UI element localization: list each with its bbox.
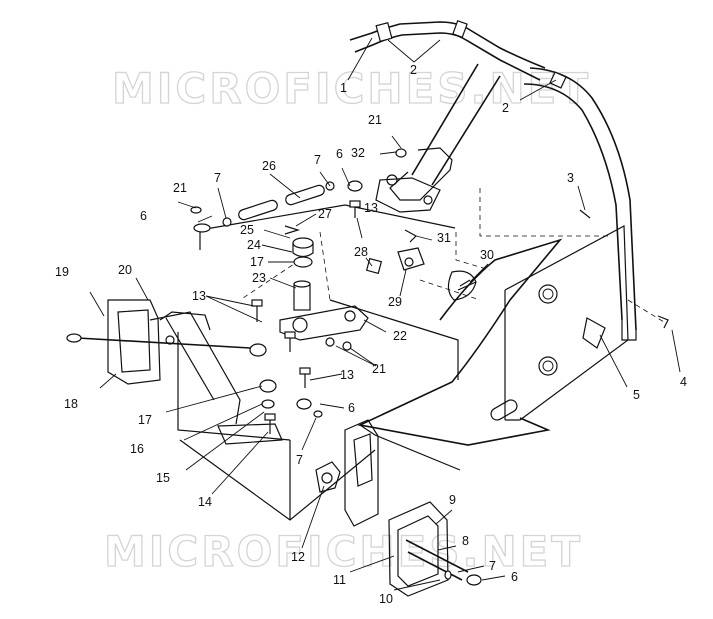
handlebar-tube — [349, 19, 669, 341]
callout-13: 13 — [340, 368, 354, 382]
callout-23: 23 — [252, 271, 266, 285]
callout-21: 21 — [368, 113, 382, 127]
bell-crank — [279, 305, 369, 351]
callout-13: 13 — [192, 289, 206, 303]
watermark-bottom: MICROFICHES.NET — [104, 527, 583, 576]
callout-7: 7 — [314, 153, 321, 167]
callout-7: 7 — [214, 171, 221, 185]
callout-25: 25 — [240, 223, 254, 237]
callout-13: 13 — [364, 201, 378, 215]
gusset-plate — [344, 419, 482, 597]
right-bracket — [365, 229, 477, 301]
left-pedal-assembly — [66, 299, 267, 425]
callout-2: 2 — [502, 101, 509, 115]
callout-6: 6 — [336, 147, 343, 161]
callout-1: 1 — [340, 81, 347, 95]
callout-17: 17 — [250, 255, 264, 269]
callout-20: 20 — [118, 263, 132, 277]
link-rod — [190, 148, 407, 233]
callout-6: 6 — [140, 209, 147, 223]
callout-2: 2 — [410, 63, 417, 77]
callout-28: 28 — [354, 245, 368, 259]
leader-lines — [89, 37, 681, 591]
callout-11: 11 — [333, 573, 346, 587]
callout-26: 26 — [262, 159, 276, 173]
callout-30: 30 — [480, 248, 494, 262]
callout-6: 6 — [511, 570, 518, 584]
callout-31: 31 — [437, 231, 451, 245]
callout-32: 32 — [351, 146, 365, 160]
callout-10: 10 — [379, 592, 393, 606]
bushing-stack — [284, 225, 314, 311]
callout-6: 6 — [348, 401, 355, 415]
callout-9: 9 — [449, 493, 456, 507]
callout-21: 21 — [173, 181, 187, 195]
callout-15: 15 — [156, 471, 170, 485]
frame-plates — [177, 188, 629, 521]
callout-24: 24 — [247, 238, 261, 252]
callout-27: 27 — [318, 207, 332, 221]
steering-column — [375, 63, 501, 213]
callout-4: 4 — [680, 375, 687, 389]
callout-5: 5 — [633, 388, 640, 402]
callout-17: 17 — [138, 413, 152, 427]
bolts — [251, 200, 591, 434]
callout-16: 16 — [130, 442, 144, 456]
callout-19: 19 — [55, 265, 69, 279]
callout-21: 21 — [372, 362, 386, 376]
callout-22: 22 — [393, 329, 407, 343]
callout-7: 7 — [489, 559, 496, 573]
callout-12: 12 — [291, 550, 305, 564]
callouts: 1 2 2 3 4 5 6 6 6 6 7 7 7 7 8 9 10 11 12… — [55, 63, 687, 606]
callout-7: 7 — [296, 453, 303, 467]
callout-3: 3 — [567, 171, 574, 185]
watermark-top: MICROFICHES.NET — [112, 64, 591, 113]
callout-29: 29 — [388, 295, 402, 309]
small-plate — [315, 461, 341, 493]
center-washers — [217, 379, 323, 445]
callout-8: 8 — [462, 534, 469, 548]
callout-18: 18 — [64, 397, 78, 411]
callout-14: 14 — [198, 495, 212, 509]
